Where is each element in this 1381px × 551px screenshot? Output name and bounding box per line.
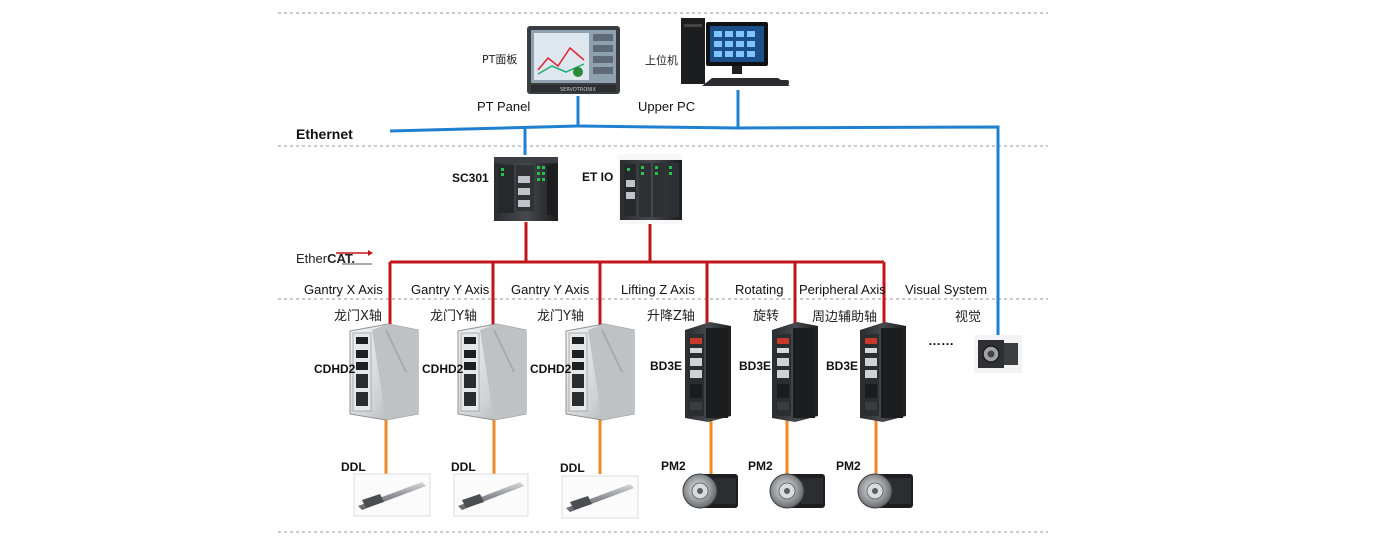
- axis-label: Gantry Y Axis: [411, 282, 490, 297]
- pt-panel-label-cn: PT面板: [482, 53, 518, 66]
- axis-label: Peripheral Axis: [799, 282, 886, 297]
- axis-label-cn: 旋转: [753, 309, 780, 324]
- bd3e-drive-icon: [860, 322, 906, 422]
- upper-pc-label: Upper PC: [638, 99, 696, 114]
- ethercat-logo: EtherCAT.: [296, 251, 355, 266]
- svg-text:SERVOTRONIX: SERVOTRONIX: [560, 87, 596, 93]
- bd3e-drive-icon: [685, 322, 731, 422]
- ddl-linear-motor-icon: [353, 473, 431, 517]
- visual-system-label-cn: 视觉: [955, 310, 982, 325]
- drive-label: BD3E: [650, 359, 683, 373]
- pt-panel-label: PT Panel: [477, 99, 531, 114]
- axis-label-cn: 龙门Y轴: [537, 309, 584, 324]
- ddl-linear-motor-icon: [453, 473, 529, 517]
- motor-cables: [384, 416, 878, 478]
- sc301-label: SC301: [452, 171, 489, 185]
- axis-label: Gantry Y Axis: [511, 282, 590, 297]
- ethercat-logo-part-2: CAT.: [327, 251, 356, 266]
- motor-label: DDL: [341, 460, 366, 474]
- axis-label-cn: 周边辅助轴: [812, 310, 878, 325]
- motor-label: DDL: [451, 460, 476, 474]
- pt-panel-icon: SERVOTRONIX: [527, 26, 620, 94]
- ethercat-logo-arrow: [336, 250, 373, 265]
- drive-label: BD3E: [739, 359, 772, 373]
- separator-lines: [278, 12, 1048, 533]
- motor-label: PM2: [661, 459, 686, 473]
- cdhd2-drive-icon: [565, 323, 635, 421]
- drive-label: CDHD2: [530, 362, 572, 376]
- axis-label: Lifting Z Axis: [621, 282, 695, 297]
- et-io-label: ET IO: [582, 170, 614, 184]
- ddl-linear-motor-icon: [561, 475, 639, 519]
- ethernet-bus: [389, 90, 1000, 335]
- cdhd2-drive-icon: [457, 323, 527, 421]
- visual-system-label: Visual System: [905, 282, 988, 297]
- drive-label: CDHD2: [422, 362, 464, 376]
- axis-label-cn: 龙门X轴: [334, 309, 382, 324]
- drive-label: CDHD2: [314, 362, 356, 376]
- ethercat-bus: [388, 222, 886, 328]
- pm2-servo-motor-icon: [857, 473, 913, 509]
- pm2-servo-motor-icon: [682, 473, 738, 509]
- upper-pc-icon: [681, 18, 790, 86]
- axis-label: Rotating: [735, 282, 784, 297]
- axis-label: Gantry X Axis: [304, 282, 383, 297]
- upper-pc-label-cn: 上位机: [645, 54, 678, 67]
- sc301-controller-icon: [494, 157, 558, 221]
- ethernet-label: Ethernet: [296, 126, 353, 142]
- motor-label: PM2: [748, 459, 773, 473]
- axis-label-cn: 升降Z轴: [647, 309, 695, 324]
- camera-icon: [974, 335, 1022, 373]
- axis-label-cn: 龙门Y轴: [430, 309, 477, 324]
- ethercat-logo-part-1: Ether: [296, 251, 328, 266]
- motor-label: PM2: [836, 459, 861, 473]
- more-devices-ellipsis: ……: [928, 333, 954, 348]
- motor-label: DDL: [560, 461, 585, 475]
- pm2-servo-motor-icon: [769, 473, 825, 509]
- bd3e-drive-icon: [772, 322, 818, 422]
- cdhd2-drive-icon: [349, 323, 419, 421]
- et-io-module-icon: [618, 154, 682, 224]
- drive-label: BD3E: [826, 359, 859, 373]
